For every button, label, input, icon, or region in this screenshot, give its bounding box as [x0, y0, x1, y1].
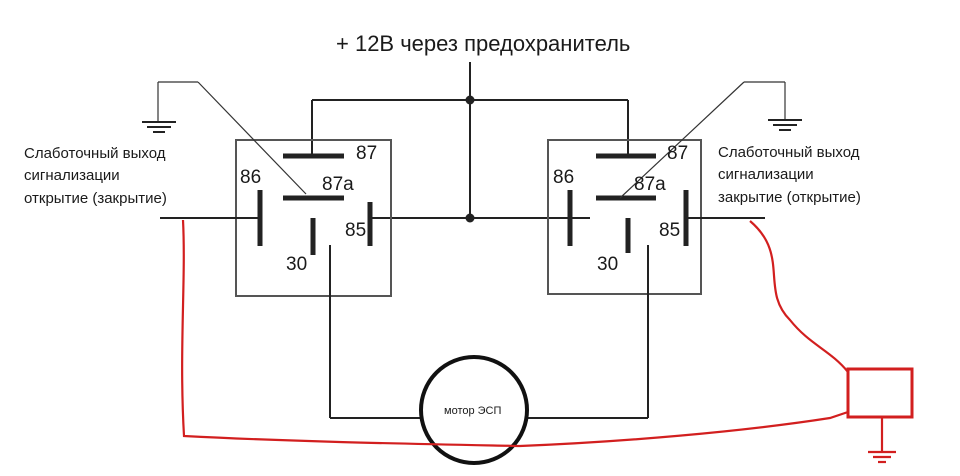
- relay-left-pin-86: 86: [240, 167, 261, 188]
- added-wiring: [181, 219, 914, 464]
- ground-symbol-device: [868, 450, 896, 464]
- ground-symbol-right: [768, 119, 802, 131]
- relay-right: 87 86 87a 85 30: [547, 81, 802, 418]
- red-wire-right: [749, 220, 849, 373]
- relay-left-pin-85: 85: [345, 220, 366, 241]
- relay-right-pin-85: 85: [659, 220, 680, 241]
- relay-right-pin-30: 30: [597, 254, 618, 275]
- relay-left-pin-87: 87: [356, 143, 377, 164]
- motor-circle: [419, 355, 529, 465]
- left-signal-label: Слаботочный выход сигнализации открытие …: [24, 145, 170, 207]
- supply-label: + 12В через предохранитель: [336, 31, 630, 56]
- junction-dot-bottom: [465, 213, 475, 223]
- relay-right-pin-87a: 87a: [634, 174, 666, 195]
- relay-right-pin-87: 87: [667, 143, 688, 164]
- junction-dot-top: [465, 95, 475, 105]
- red-wire-left: [181, 219, 849, 448]
- motor-label: мотор ЭСП: [444, 405, 501, 417]
- added-device-box: [846, 367, 914, 419]
- relay-left-pin-30: 30: [286, 254, 307, 275]
- relay-left-pin-87a: 87a: [322, 174, 354, 195]
- supply-bus: [311, 62, 629, 223]
- relay-right-pin-86: 86: [553, 167, 574, 188]
- motor: мотор ЭСП: [329, 336, 648, 465]
- right-signal-label: Слаботочный выход сигнализации закрытие …: [718, 144, 864, 206]
- ground-symbol-left: [142, 121, 176, 133]
- relay-left: 87 86 87a 85 30: [142, 81, 392, 336]
